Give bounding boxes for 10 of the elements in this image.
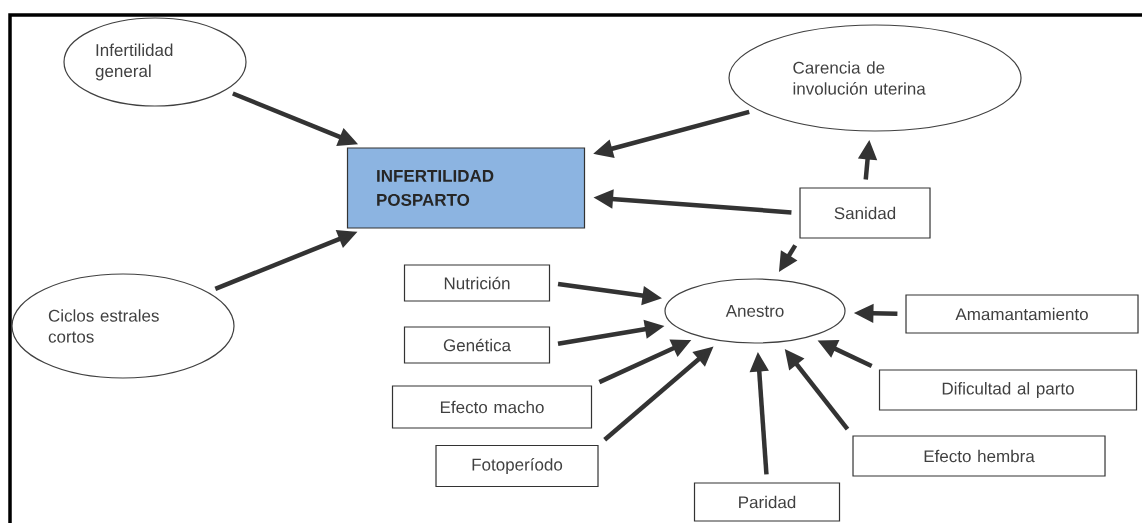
factor-box: Efecto macho	[391, 385, 593, 429]
factor-box: Nutrición	[403, 264, 551, 302]
factor-box: Paridad	[693, 482, 841, 522]
factor-box: Amamantamiento	[905, 294, 1139, 334]
factor-box: Sanidad	[799, 187, 931, 239]
factor-box: Fotoperíodo	[435, 444, 599, 488]
outcome-box: INFERTILIDAD POSPARTO	[346, 147, 586, 229]
factor-box: Dificultad al parto	[878, 369, 1138, 411]
factor-box: Genética	[403, 326, 551, 364]
factor-box: Efecto hembra	[852, 435, 1106, 477]
